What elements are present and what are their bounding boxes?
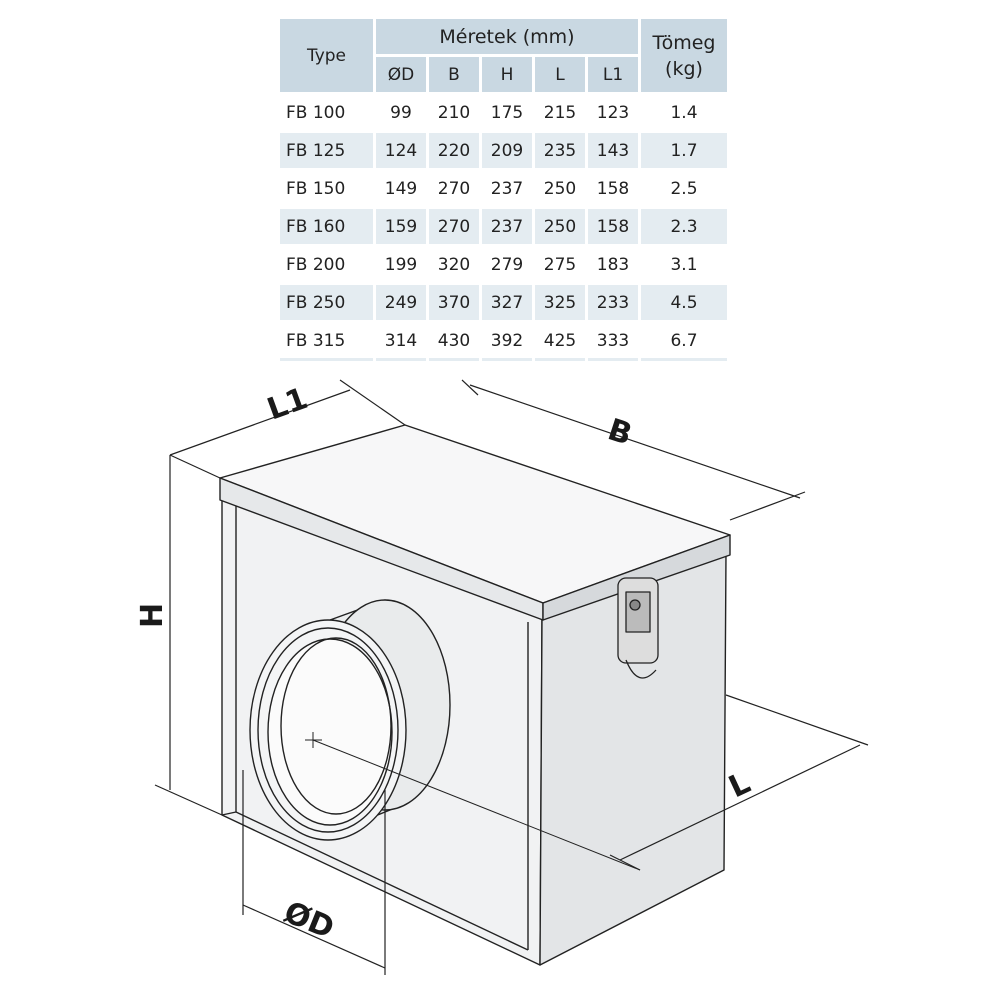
label-b: B	[604, 412, 637, 452]
table-row: FB 100 99 210 175 215 123 1.4	[280, 95, 727, 130]
header-l1: L1	[588, 57, 638, 92]
header-d: ØD	[376, 57, 426, 92]
cell-mass: 4.5	[641, 285, 727, 320]
header-mass: Tömeg (kg)	[641, 19, 727, 92]
cell-l: 325	[535, 285, 585, 320]
header-dimensions: Méretek (mm)	[376, 19, 638, 54]
table-row: FB 200 199 320 279 275 183 3.1	[280, 247, 727, 282]
dimensions-table: Type Méretek (mm) Tömeg (kg) ØD B H L L1…	[277, 16, 730, 364]
cell-type: FB 100	[286, 102, 346, 123]
cell-mass: 6.7	[641, 323, 727, 361]
cell-b: 370	[429, 285, 479, 320]
cell-type: FB 150	[286, 178, 346, 199]
cell-l: 250	[543, 178, 577, 199]
cell-type: FB 160	[280, 209, 373, 244]
cell-h: 279	[490, 254, 524, 275]
cell-mass: 2.5	[670, 178, 698, 199]
cell-mass: 1.7	[641, 133, 727, 168]
table-row: FB 150 149 270 237 250 158 2.5	[280, 171, 727, 206]
label-l: L	[724, 765, 756, 805]
cell-type: FB 315	[280, 323, 373, 361]
cell-l1: 183	[596, 254, 630, 275]
cell-d: 199	[384, 254, 418, 275]
cell-b: 220	[429, 133, 479, 168]
cell-b: 320	[437, 254, 471, 275]
cell-type: FB 250	[280, 285, 373, 320]
cell-d: 99	[390, 102, 412, 123]
label-d: ØD	[279, 895, 339, 946]
cell-b: 270	[437, 178, 471, 199]
cell-l1: 233	[588, 285, 638, 320]
cell-d: 149	[384, 178, 418, 199]
header-type: Type	[280, 19, 373, 92]
cell-b: 210	[437, 102, 471, 123]
cell-l: 250	[535, 209, 585, 244]
header-l: L	[535, 57, 585, 92]
label-h: H	[135, 603, 170, 628]
cell-mass: 3.1	[670, 254, 698, 275]
cell-l: 235	[535, 133, 585, 168]
header-h: H	[482, 57, 532, 92]
cell-b: 430	[429, 323, 479, 361]
cell-mass: 1.4	[670, 102, 698, 123]
cell-mass: 2.3	[641, 209, 727, 244]
cell-l1: 333	[588, 323, 638, 361]
cell-d: 249	[376, 285, 426, 320]
cell-h: 209	[482, 133, 532, 168]
cell-type: FB 200	[286, 254, 346, 275]
cell-l1: 158	[596, 178, 630, 199]
cell-l: 425	[535, 323, 585, 361]
cell-h: 175	[490, 102, 524, 123]
cell-type: FB 125	[280, 133, 373, 168]
label-l1: L1	[263, 381, 313, 428]
cell-h: 327	[482, 285, 532, 320]
cell-l1: 158	[588, 209, 638, 244]
cell-b: 270	[429, 209, 479, 244]
cell-h: 237	[490, 178, 524, 199]
header-b: B	[429, 57, 479, 92]
cell-l1: 123	[596, 102, 630, 123]
cell-d: 159	[376, 209, 426, 244]
cell-h: 392	[482, 323, 532, 361]
cell-h: 237	[482, 209, 532, 244]
cell-d: 314	[376, 323, 426, 361]
cell-d: 124	[376, 133, 426, 168]
cell-l1: 143	[588, 133, 638, 168]
cell-l: 275	[543, 254, 577, 275]
latch	[617, 577, 659, 679]
cell-l: 215	[543, 102, 577, 123]
